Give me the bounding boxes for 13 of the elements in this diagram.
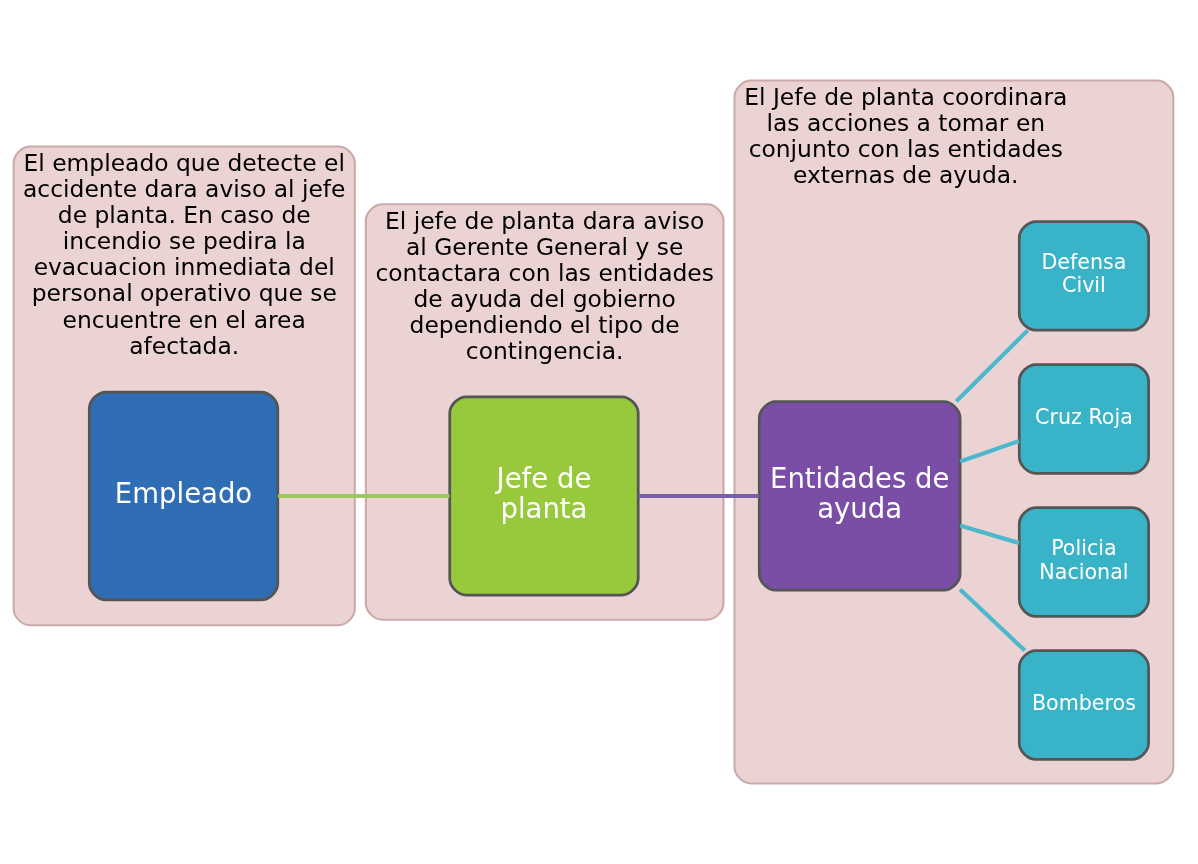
node-box: Empleado xyxy=(87,390,280,602)
node-box: Entidades de ayuda xyxy=(757,400,962,592)
connector xyxy=(959,439,1020,464)
node-box: Policia Nacional xyxy=(1017,506,1150,618)
node-box: Defensa Civil xyxy=(1017,220,1150,332)
node-box: Jefe de planta xyxy=(448,395,640,597)
connector xyxy=(277,493,450,499)
node-box: Cruz Roja xyxy=(1017,363,1150,475)
connector xyxy=(959,523,1020,546)
connector xyxy=(638,493,760,499)
connector xyxy=(954,328,1030,403)
node-box: Bomberos xyxy=(1017,649,1150,761)
connector xyxy=(958,588,1027,653)
